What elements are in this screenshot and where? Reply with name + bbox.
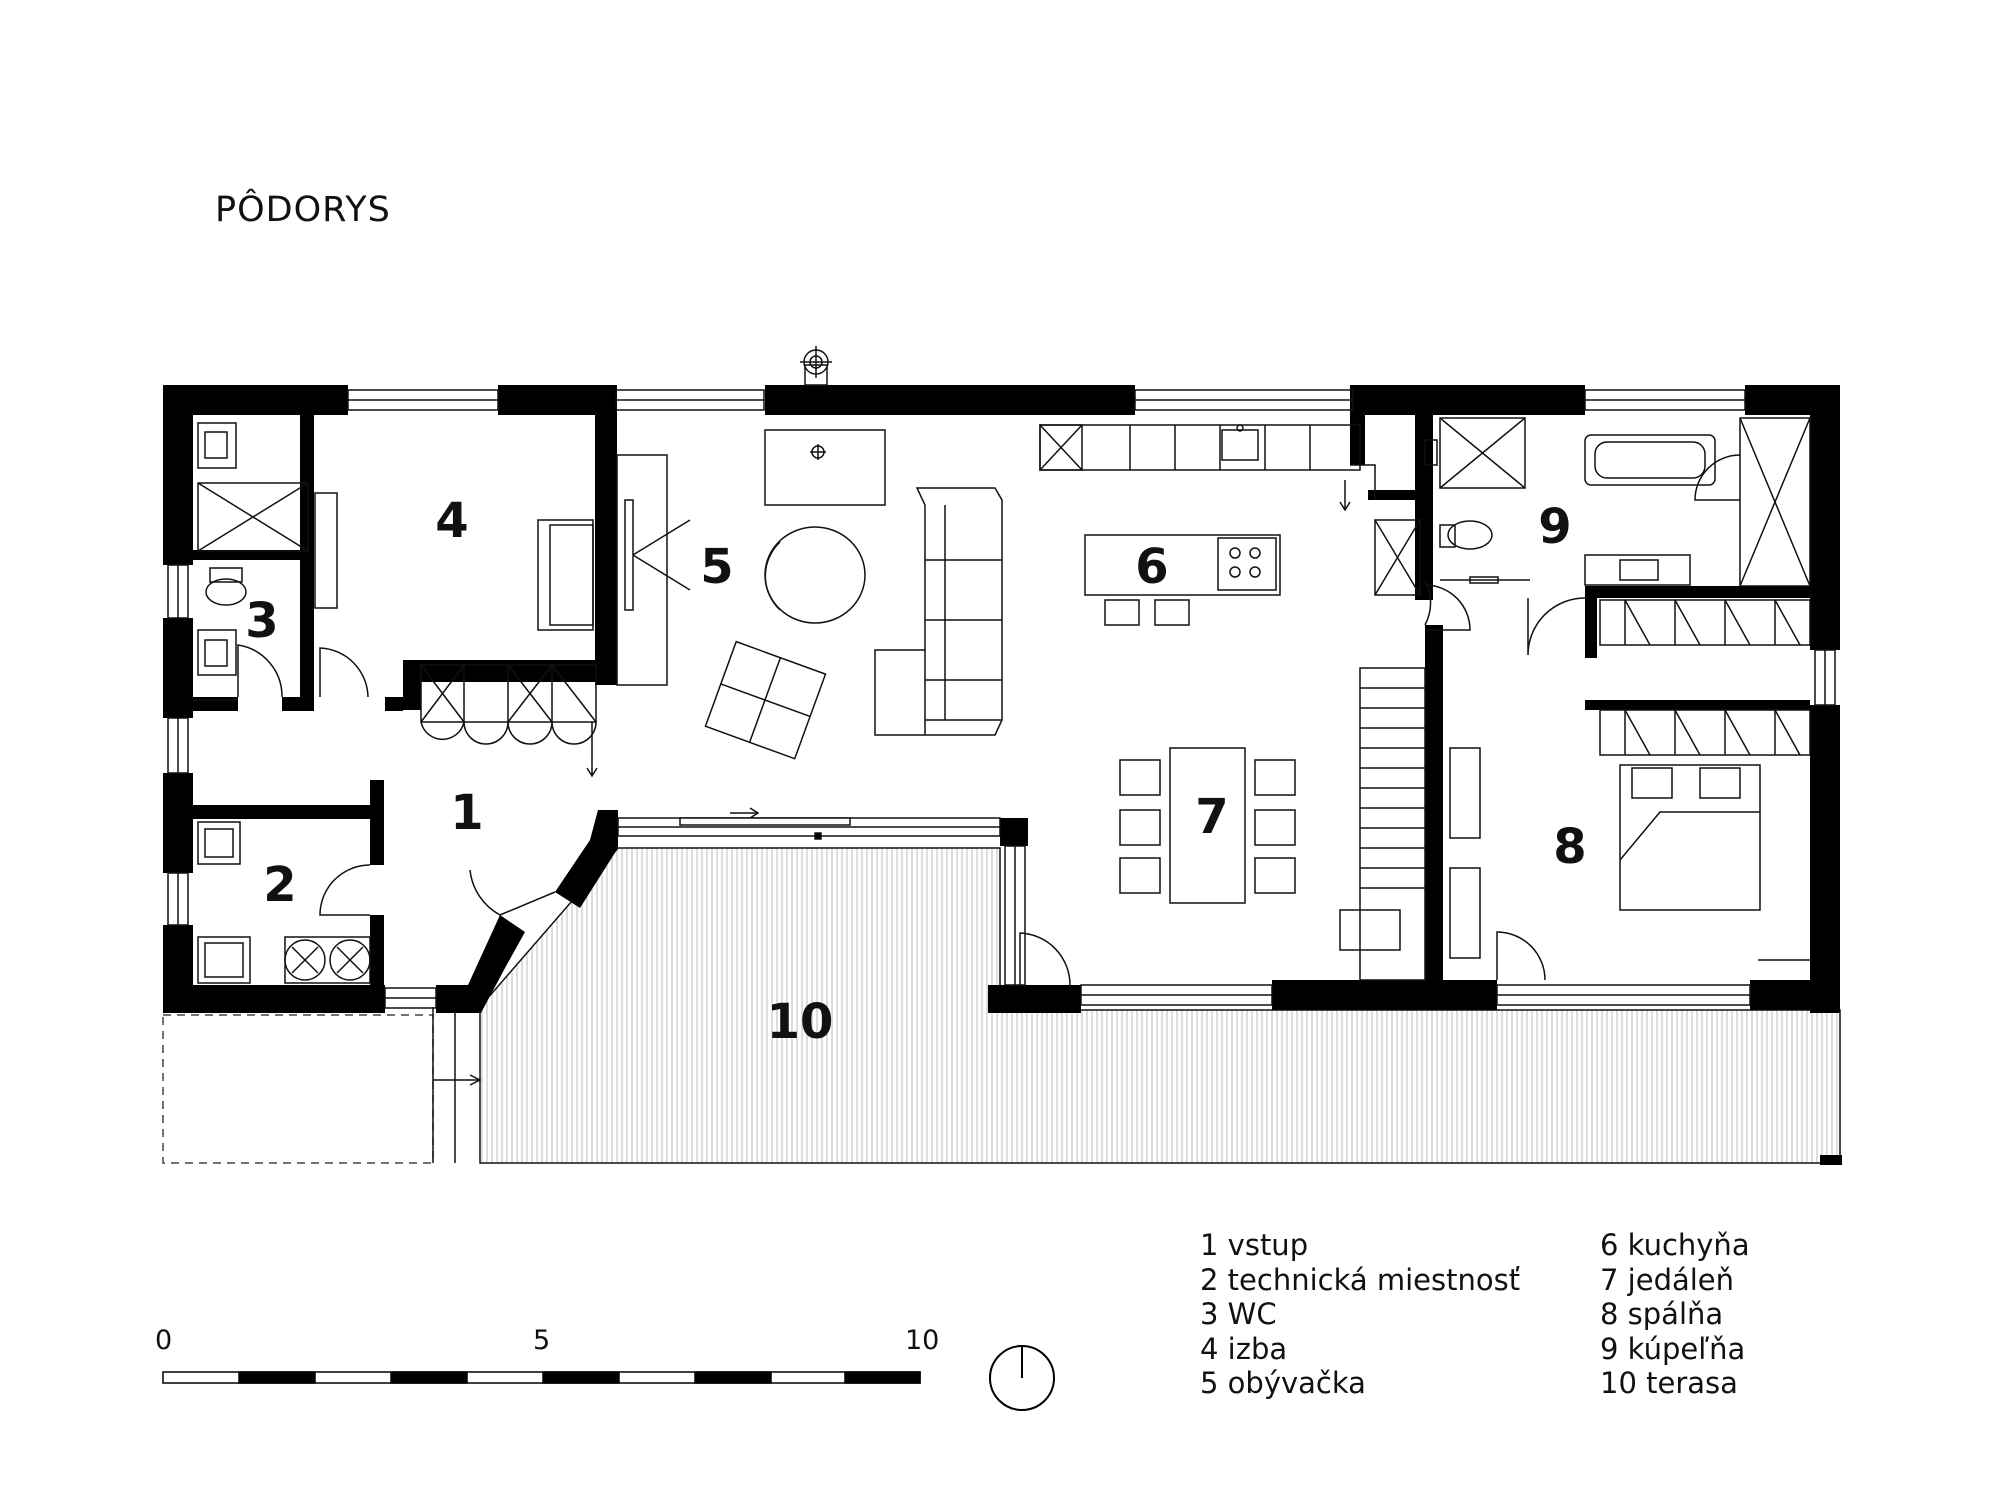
legend-item: 2 technická miestnosť <box>1200 1262 1521 1297</box>
room-number-1: 1 <box>450 785 483 841</box>
lamp-icon <box>800 346 832 386</box>
north-arrow-icon <box>989 1345 1055 1411</box>
room-number-10: 10 <box>767 994 834 1050</box>
room-number-7: 7 <box>1195 789 1228 845</box>
legend-right: 6 kuchyňa 7 jedáleň 8 spálňa 9 kúpeľňa 1… <box>1600 1228 1750 1401</box>
legend-item: 7 jedáleň <box>1600 1262 1735 1297</box>
room-number-5: 5 <box>700 539 733 595</box>
legend-item: 10 terasa <box>1600 1366 1738 1400</box>
room-number-9: 9 <box>1538 499 1571 555</box>
scale-label-0: 0 <box>155 1325 173 1356</box>
plan-title: PÔDORYS <box>215 190 391 230</box>
legend-item: 3 WC <box>1200 1297 1277 1331</box>
room-number-4: 4 <box>435 493 468 549</box>
room-number-6: 6 <box>1135 539 1168 595</box>
walls <box>163 385 1840 1013</box>
room-number-2: 2 <box>263 857 296 913</box>
room-number-8: 8 <box>1553 819 1586 875</box>
doors <box>237 454 1741 986</box>
furniture <box>193 417 1811 984</box>
legend-item: 4 izba <box>1200 1331 1288 1366</box>
room-numbers: 1 2 3 4 5 6 7 8 9 10 <box>245 493 1586 1050</box>
legend-left: 1 vstup 2 technická miestnosť 3 WC 4 izb… <box>1200 1228 1520 1401</box>
scale-label-5: 5 <box>533 1325 551 1356</box>
scale-label-10: 10 <box>905 1325 940 1356</box>
terrace <box>162 847 1842 1165</box>
legend-item: 1 vstup <box>1200 1228 1309 1262</box>
legend-item: 5 obývačka <box>1200 1366 1366 1400</box>
windows <box>167 389 1836 1009</box>
scale-bar <box>162 1371 921 1384</box>
legend-item: 6 kuchyňa <box>1600 1228 1750 1262</box>
legend-item: 9 kúpeľňa <box>1600 1331 1746 1366</box>
legend-item: 8 spálňa <box>1600 1297 1724 1331</box>
room-number-3: 3 <box>245 593 278 649</box>
